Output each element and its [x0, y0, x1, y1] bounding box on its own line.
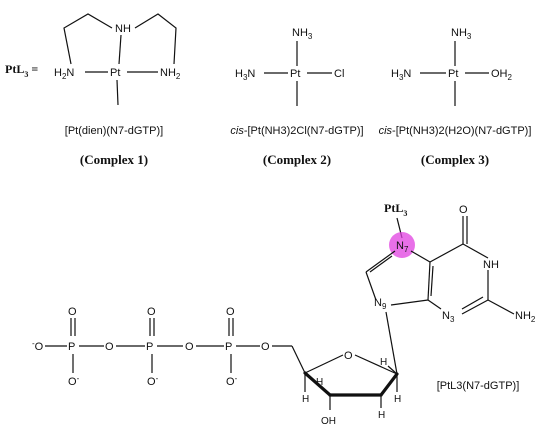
- complex-2-structure: NH3 Pt H3N Cl: [235, 27, 344, 106]
- complex-2-name: cis-[Pt(NH3)2Cl(N7-dGTP)]: [230, 125, 363, 137]
- p-alpha: P: [68, 341, 75, 353]
- nucleotide-name: [PtL3(N7-dGTP)]: [437, 380, 520, 392]
- complex-2-label: (Complex 2): [263, 152, 331, 167]
- p-beta: P: [146, 341, 153, 353]
- oh-atom: OH: [321, 416, 336, 427]
- o-bridge-3: O: [261, 341, 270, 353]
- n7-highlight: [389, 232, 415, 258]
- n9-atom: N9: [374, 297, 387, 311]
- o-up-2: O: [147, 306, 156, 318]
- nh-atom: NH: [483, 259, 499, 271]
- o-minus-1: O-: [68, 374, 80, 388]
- c3-nh3-top: NH3: [451, 27, 472, 41]
- complex-1-name: [Pt(dien)(N7-dGTP)]: [65, 125, 163, 137]
- c1-pt: Pt: [110, 67, 120, 79]
- complex-3-structure: NH3 Pt H3N OH2: [391, 27, 513, 106]
- o-bridge-1: O: [105, 341, 114, 353]
- n3-atom: N3: [442, 310, 455, 324]
- nh2-atom: NH2: [515, 310, 536, 324]
- o-minus-left: -O: [32, 339, 44, 353]
- h-c3: H: [316, 377, 323, 388]
- h-c1: H: [394, 394, 401, 405]
- c2-cl: Cl: [334, 68, 344, 80]
- n7-atom: N7: [396, 240, 409, 254]
- c1-nh2: NH2: [160, 67, 181, 81]
- p-gamma: P: [225, 341, 232, 353]
- ring-o: O: [344, 350, 353, 362]
- c1-nh: NH: [115, 23, 131, 35]
- c3-oh2: OH2: [491, 68, 513, 82]
- nucleotide-ptl3: PtL3: [384, 201, 407, 218]
- c2-pt: Pt: [290, 68, 300, 80]
- c3-h3n: H3N: [391, 68, 411, 82]
- c2-nh3-top: NH3: [292, 27, 313, 41]
- o-minus-3: O-: [226, 374, 238, 388]
- c2-h3n: H3N: [235, 68, 255, 82]
- h-c4: H: [302, 394, 309, 405]
- o-up-1: O: [68, 306, 77, 318]
- ptl3-label: PtL3=: [5, 62, 38, 79]
- complex-3-name: cis-[Pt(NH3)2(H2O)(N7-dGTP)]: [379, 125, 532, 137]
- o-bridge-2: O: [185, 341, 194, 353]
- o-minus-2: O-: [147, 374, 159, 388]
- h-c2: H: [378, 410, 385, 421]
- c1-h2n: H2N: [54, 67, 74, 81]
- complex-3-label: (Complex 3): [421, 152, 489, 167]
- o-up-3: O: [226, 306, 235, 318]
- h-c1b: H: [380, 357, 387, 368]
- nucleotide-structure: PtL3 N7 N9 O NH N3 NH2 O: [32, 201, 536, 427]
- c3-pt: Pt: [448, 68, 458, 80]
- carbonyl-o: O: [459, 204, 468, 216]
- complex-1-label: (Complex 1): [80, 152, 148, 167]
- complex-1-structure: NH Pt H2N NH2: [54, 13, 181, 106]
